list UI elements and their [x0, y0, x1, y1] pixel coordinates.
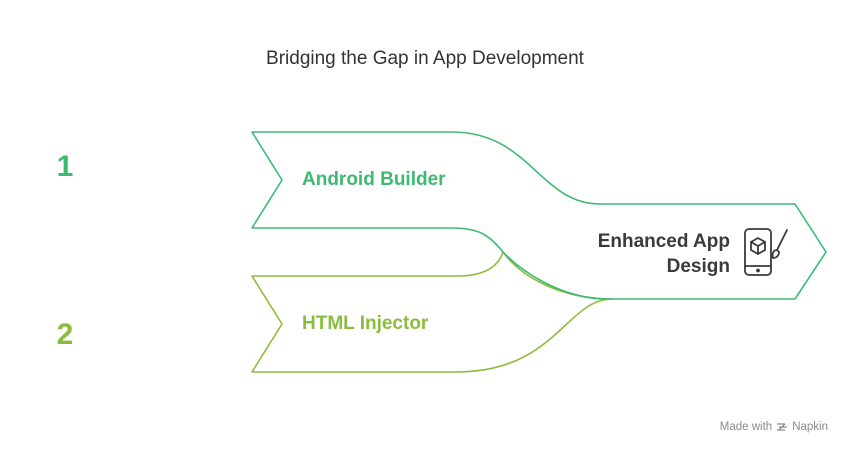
- android-builder-label: Android Builder: [302, 169, 446, 190]
- html-injector-shape: [251, 251, 613, 373]
- step-number-2: 2: [56, 318, 74, 351]
- napkin-logo-icon: [777, 423, 788, 431]
- napkin-brand-text: Napkin: [792, 421, 828, 433]
- result-label-line1: Enhanced App: [597, 231, 730, 252]
- diagram-title: Bridging the Gap in App Development: [266, 48, 584, 69]
- made-with-napkin: Made with Napkin: [720, 421, 828, 433]
- step-number-1: 1: [56, 150, 74, 183]
- made-with-text: Made with: [719, 421, 773, 433]
- result-label-line2: Design: [666, 256, 730, 277]
- result-label: Enhanced App Design: [590, 229, 730, 279]
- html-injector-label: HTML Injector: [302, 313, 429, 334]
- mobile-app-design-icon: [744, 228, 788, 276]
- android-builder-shape: [251, 131, 827, 300]
